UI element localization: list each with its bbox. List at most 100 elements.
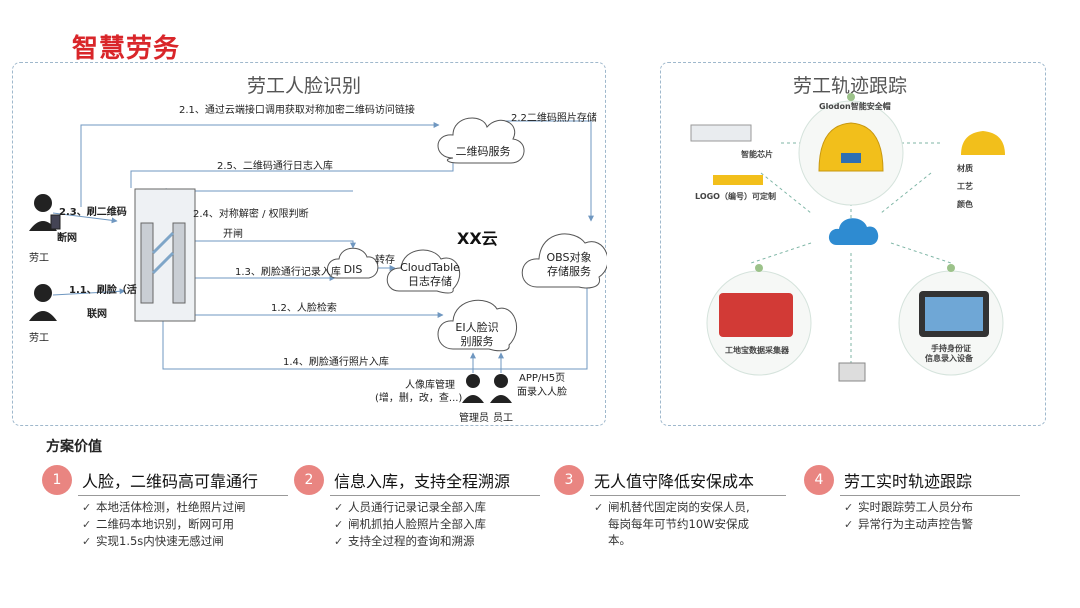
label-step-1-2: 1.2、人脸检索 <box>271 303 337 314</box>
dis-label: DIS <box>343 263 363 276</box>
label-offline: 断网 <box>57 233 77 244</box>
logo-tag-icon <box>713 175 763 185</box>
value-divider <box>590 495 786 496</box>
value-number-badge: 4 <box>804 465 834 495</box>
qr-service-cloud <box>437 117 525 164</box>
label-step-2-3: 2.3、刷二维码 <box>59 207 127 218</box>
value-point: 本。 <box>608 533 631 547</box>
check-icon: ✓ <box>334 518 344 531</box>
label-admin: 管理员 <box>459 413 489 424</box>
xx-cloud-label: XX云 <box>457 229 498 248</box>
cloudtable-label-b: 日志存储 <box>408 275 452 288</box>
small-helmet-icon <box>961 131 1005 155</box>
worker-icon-2 <box>29 284 57 321</box>
label-online: 联网 <box>87 309 107 320</box>
chip-icon <box>690 124 752 142</box>
logo-custom-label: LOGO（编号）可定制 <box>695 192 776 201</box>
check-icon: ✓ <box>334 535 344 548</box>
arrow-worker-1 <box>52 212 118 224</box>
check-icon: ✓ <box>82 535 92 548</box>
material-label: 材质 <box>957 164 973 173</box>
process-label: 工艺 <box>957 182 973 191</box>
color-label: 颜色 <box>957 200 973 209</box>
label-app-h5-b: 面录入人脸 <box>517 387 567 398</box>
value-divider <box>78 495 288 496</box>
phone-qr-icon <box>50 214 61 230</box>
value-point: ✓人员通行记录记录全部入库 <box>334 500 486 514</box>
monitor-icon <box>838 362 866 382</box>
check-icon: ✓ <box>844 501 854 514</box>
turnstile-gate <box>134 188 196 322</box>
arrow-worker-2 <box>52 288 126 296</box>
check-icon: ✓ <box>594 501 604 514</box>
trajectory-tracking-panel: 劳工轨迹跟踪 Glod <box>660 62 1046 426</box>
label-staff: 员工 <box>493 413 513 424</box>
ei-label-a: EI人脸识 <box>455 321 499 334</box>
trajectory-diagram <box>690 93 1005 382</box>
obs-label-b: 存储服务 <box>547 265 591 278</box>
check-icon: ✓ <box>844 518 854 531</box>
smart-chip-label: 智能芯片 <box>741 150 773 159</box>
value-title: 人脸，二维码高可靠通行 <box>82 472 259 491</box>
value-number-badge: 2 <box>294 465 324 495</box>
value-point: ✓支持全过程的查询和溯源 <box>334 534 475 548</box>
arrow-2-4 <box>163 240 356 249</box>
value-title: 信息入库，支持全程溯源 <box>334 472 511 491</box>
helmet-title: Glodon智能安全帽 <box>819 102 891 111</box>
cloudtable-label-a: CloudTable <box>400 261 460 274</box>
label-worker-1: 劳工 <box>29 253 49 264</box>
helmet-icon <box>818 122 884 172</box>
label-step-2-4-b: 开闸 <box>223 229 243 240</box>
value-point: ✓闸机抓拍人脸照片全部入库 <box>334 517 486 531</box>
arrow-1-4 <box>162 282 590 370</box>
admin-icon <box>462 374 484 403</box>
value-point: 每岗每年可节约10W安保成 <box>608 517 750 531</box>
cloudtable-cloud <box>386 249 461 294</box>
page-title: 智慧劳务 <box>72 34 181 64</box>
value-title: 劳工实时轨迹跟踪 <box>844 472 973 491</box>
obs-cloud <box>521 233 607 289</box>
label-portrait-mgmt-b: (增，删，改，查...) <box>375 393 463 404</box>
obs-label-a: OBS对象 <box>546 251 592 264</box>
value-divider <box>330 495 540 496</box>
id-device-label-a: 手持身份证 <box>931 344 971 353</box>
value-heading: 方案价值 <box>46 439 102 455</box>
trajectory-tracking-title: 劳工轨迹跟踪 <box>793 75 908 97</box>
label-step-1-3: 1.3、刷脸通行记录入库 <box>235 267 341 278</box>
value-point: ✓二维码本地识别，断网可用 <box>82 517 234 531</box>
check-icon: ✓ <box>82 518 92 531</box>
value-points: ✓实时跟踪劳工人员分布 ✓异常行为主动声控告警 <box>844 499 973 533</box>
label-worker-2: 劳工 <box>29 333 49 344</box>
label-step-1-1: 1.1、刷脸（活 <box>69 285 137 296</box>
staff-icon <box>490 374 512 403</box>
value-divider <box>840 495 1020 496</box>
value-number-badge: 1 <box>42 465 72 495</box>
label-portrait-mgmt-a: 人像库管理 <box>405 380 455 391</box>
check-icon: ✓ <box>82 501 92 514</box>
data-collector-icon <box>719 293 793 337</box>
label-app-h5-a: APP/H5页 <box>519 373 566 384</box>
label-step-2-5: 2.5、二维码通行日志入库 <box>217 161 333 172</box>
value-points: ✓本地活体检测，杜绝照片过闸 ✓二维码本地识别，断网可用 ✓实现1.5s内快速无… <box>82 499 246 550</box>
face-recognition-panel: 劳工人脸识别 <box>12 62 607 426</box>
worker-icon-1 <box>29 194 57 231</box>
ei-label-b: 别服务 <box>460 335 494 348</box>
ei-cloud <box>437 299 518 352</box>
label-step-2-4-a: 2.4、对称解密 / 权限判断 <box>193 209 309 220</box>
check-icon: ✓ <box>334 501 344 514</box>
value-point: ✓闸机替代固定岗的安保人员, <box>594 500 750 514</box>
arrow-2-2 <box>505 120 594 222</box>
value-points: ✓人员通行记录记录全部入库 ✓闸机抓拍人脸照片全部入库 ✓支持全过程的查询和溯源 <box>334 499 486 550</box>
label-step-1-4: 1.4、刷脸通行照片入库 <box>283 357 389 368</box>
arrow-2-1 <box>80 122 440 207</box>
label-step-2-1: 2.1、通过云端接口调用获取对称加密二维码访问链接 <box>179 105 415 116</box>
value-point: ✓实时跟踪劳工人员分布 <box>844 500 973 514</box>
collector-label: 工地宝数据采集器 <box>725 346 789 355</box>
qr-service-label: 二维码服务 <box>455 145 511 158</box>
id-device-label-b: 信息录入设备 <box>925 354 973 363</box>
value-point: ✓本地活体检测，杜绝照片过闸 <box>82 500 246 514</box>
value-title: 无人值守降低安保成本 <box>594 472 755 491</box>
value-number-badge: 3 <box>554 465 584 495</box>
label-step-2-2: 2.2二维码照片存储 <box>511 113 597 124</box>
face-recognition-title: 劳工人脸识别 <box>247 75 362 97</box>
